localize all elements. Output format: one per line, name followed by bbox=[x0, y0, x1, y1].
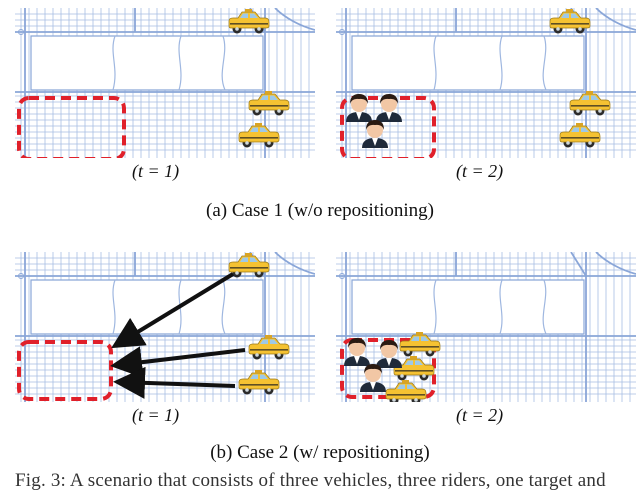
time-label-b1: (t = 1) bbox=[132, 405, 180, 425]
reposition-arrow bbox=[110, 346, 246, 379]
street-map-a1 bbox=[15, 8, 315, 158]
street-map-b2 bbox=[336, 252, 636, 402]
reposition-arrow bbox=[113, 366, 236, 399]
panel-a2 bbox=[336, 8, 636, 158]
time-label-a1: (t = 1) bbox=[132, 161, 180, 181]
target-zone-box bbox=[17, 96, 126, 158]
panel-b1 bbox=[15, 252, 315, 402]
time-label-a2: (t = 2) bbox=[456, 161, 504, 181]
reposition-arrow bbox=[111, 272, 235, 349]
street-map-b1 bbox=[15, 252, 315, 402]
time-label-b2: (t = 2) bbox=[456, 405, 504, 425]
panel-a1 bbox=[15, 8, 315, 158]
street-map-a2 bbox=[336, 8, 636, 158]
figure-caption: Fig. 3: A scenario that consists of thre… bbox=[15, 470, 606, 491]
caption-b: (b) Case 2 (w/ repositioning) bbox=[210, 442, 430, 463]
panel-b2 bbox=[336, 252, 636, 402]
target-zone-box bbox=[17, 340, 113, 401]
caption-a: (a) Case 1 (w/o repositioning) bbox=[206, 200, 434, 221]
